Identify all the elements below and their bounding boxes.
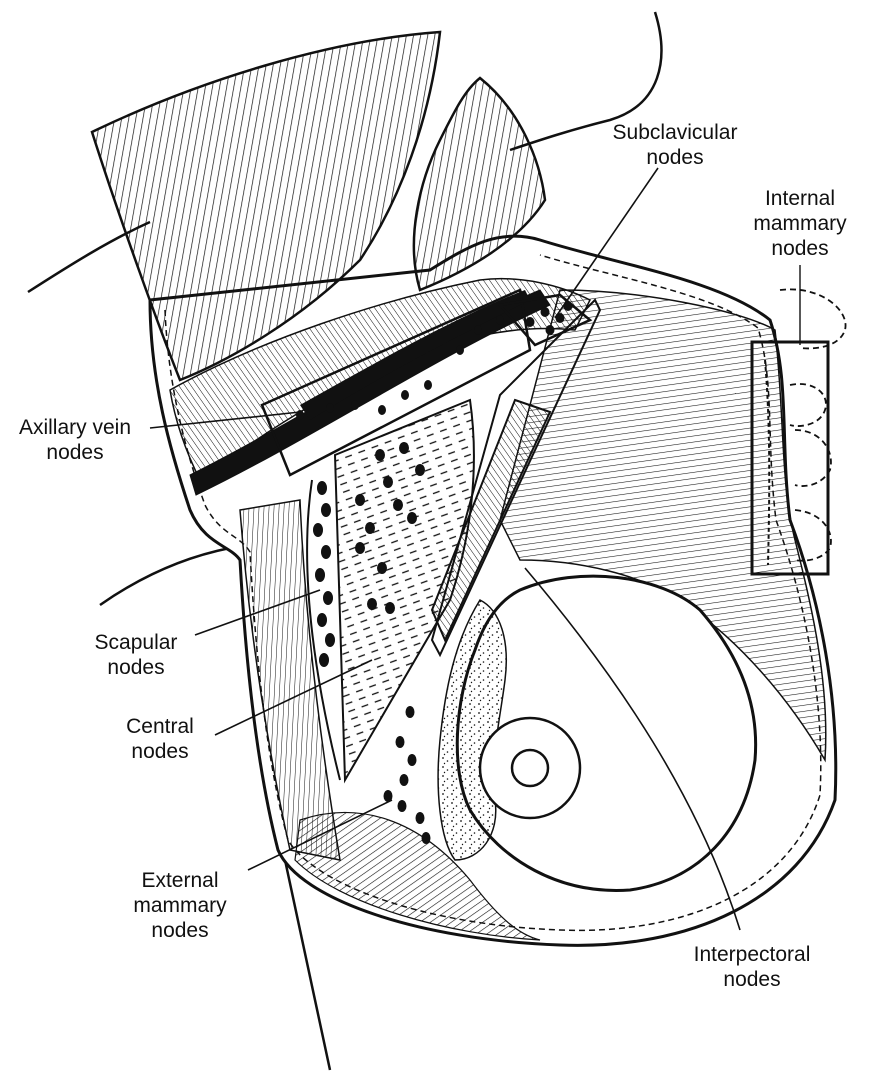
dissection-box-internal-mammary — [750, 340, 830, 576]
scapular-node-chain — [313, 481, 335, 667]
label-axillary-vein-nodes: Axillary vein nodes — [18, 416, 132, 464]
label-external-mammary-nodes: External mammary nodes — [133, 869, 227, 942]
serratus-region — [294, 811, 541, 941]
torso-contour — [283, 859, 332, 1071]
leader-external-mammary — [247, 799, 393, 871]
leader-central — [214, 659, 373, 736]
shoulder-contour — [509, 11, 663, 152]
external-mammary-nodes-group — [383, 706, 431, 844]
leader-subclavicular — [554, 167, 659, 319]
dissection-box-axillary — [260, 288, 532, 477]
label-scapular-nodes: Scapular nodes — [94, 631, 178, 679]
deltoid-muscle — [90, 30, 442, 382]
leader-scapular — [194, 589, 321, 636]
retracted-pectoral — [412, 76, 547, 292]
label-internal-mammary-nodes: Internal mammary nodes — [753, 187, 847, 260]
arm-contour — [99, 546, 231, 607]
subclavicular-nodes-group — [525, 301, 573, 335]
scapular-vessel — [306, 479, 341, 781]
leader-interpectoral — [524, 567, 741, 931]
central-nodes-group — [355, 442, 425, 614]
axillary-vein-upper — [300, 290, 530, 420]
leader-axillary-vein — [149, 411, 301, 429]
label-central-nodes: Central nodes — [126, 715, 194, 763]
label-subclavicular-nodes: Subclavicular nodes — [612, 121, 738, 169]
label-interpectoral-nodes: Interpectoral nodes — [693, 943, 811, 991]
internal-mammary-nodes-shape — [779, 288, 847, 562]
dissection-box-subclavicular — [497, 293, 593, 347]
latissimus-band — [239, 499, 341, 861]
axillary-vein-nodes-group — [296, 315, 504, 420]
internal-mammary-chain — [764, 359, 771, 566]
nipple — [510, 748, 550, 788]
